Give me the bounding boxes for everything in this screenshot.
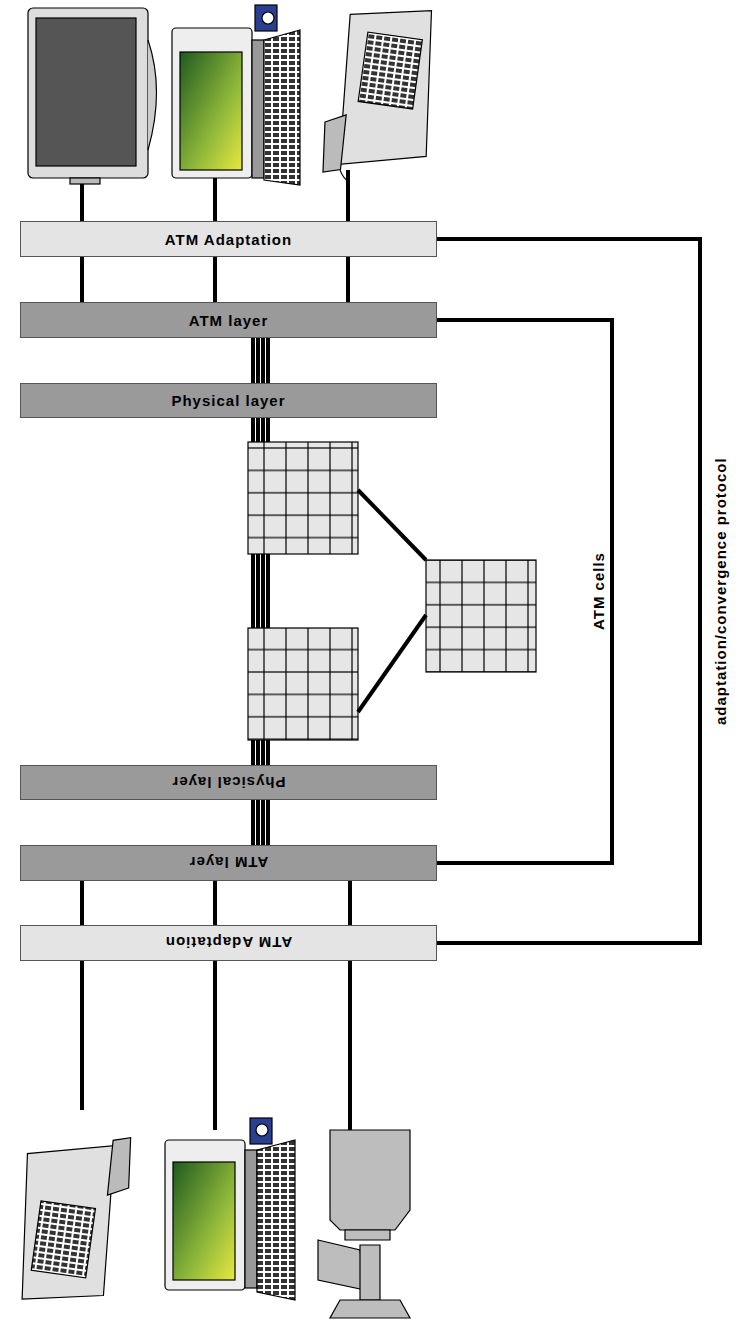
layer-name: ATM Adaptation: [165, 935, 292, 952]
camera-icon: [318, 1130, 410, 1318]
edge-label: ATM cells: [590, 553, 607, 631]
connector: [82, 881, 350, 925]
pc-icon: [172, 5, 300, 185]
layer-name: Physical layer: [171, 392, 285, 409]
telephone-icon: [7, 1124, 135, 1312]
layer-band: ATM layer: [20, 302, 437, 338]
connector: [437, 239, 700, 943]
connector: [82, 257, 348, 302]
connector: [253, 800, 268, 845]
pc-icon: [165, 1118, 295, 1300]
layer-band: ATM Adaptation: [20, 221, 437, 257]
layer-band: ATM layer: [20, 845, 437, 881]
monitor-icon: [28, 8, 157, 184]
layer-band: Physical layer: [20, 383, 437, 418]
layer-name: ATM Adaptation: [165, 231, 292, 248]
switch-grid: [426, 560, 536, 672]
layer-band: ATM Adaptation: [20, 925, 437, 961]
connector: [437, 320, 612, 863]
edge-label: adaptation/convergence protocol: [712, 457, 729, 725]
switch-grid: [248, 442, 358, 554]
connector: [253, 338, 268, 383]
layer-name: ATM layer: [189, 312, 269, 329]
layer-name: ATM layer: [189, 855, 269, 872]
layer-name: Physical layer: [171, 774, 285, 791]
layer-band: Physical layer: [20, 765, 437, 800]
telephone-icon: [317, 0, 446, 191]
switch-grid: [248, 628, 358, 740]
